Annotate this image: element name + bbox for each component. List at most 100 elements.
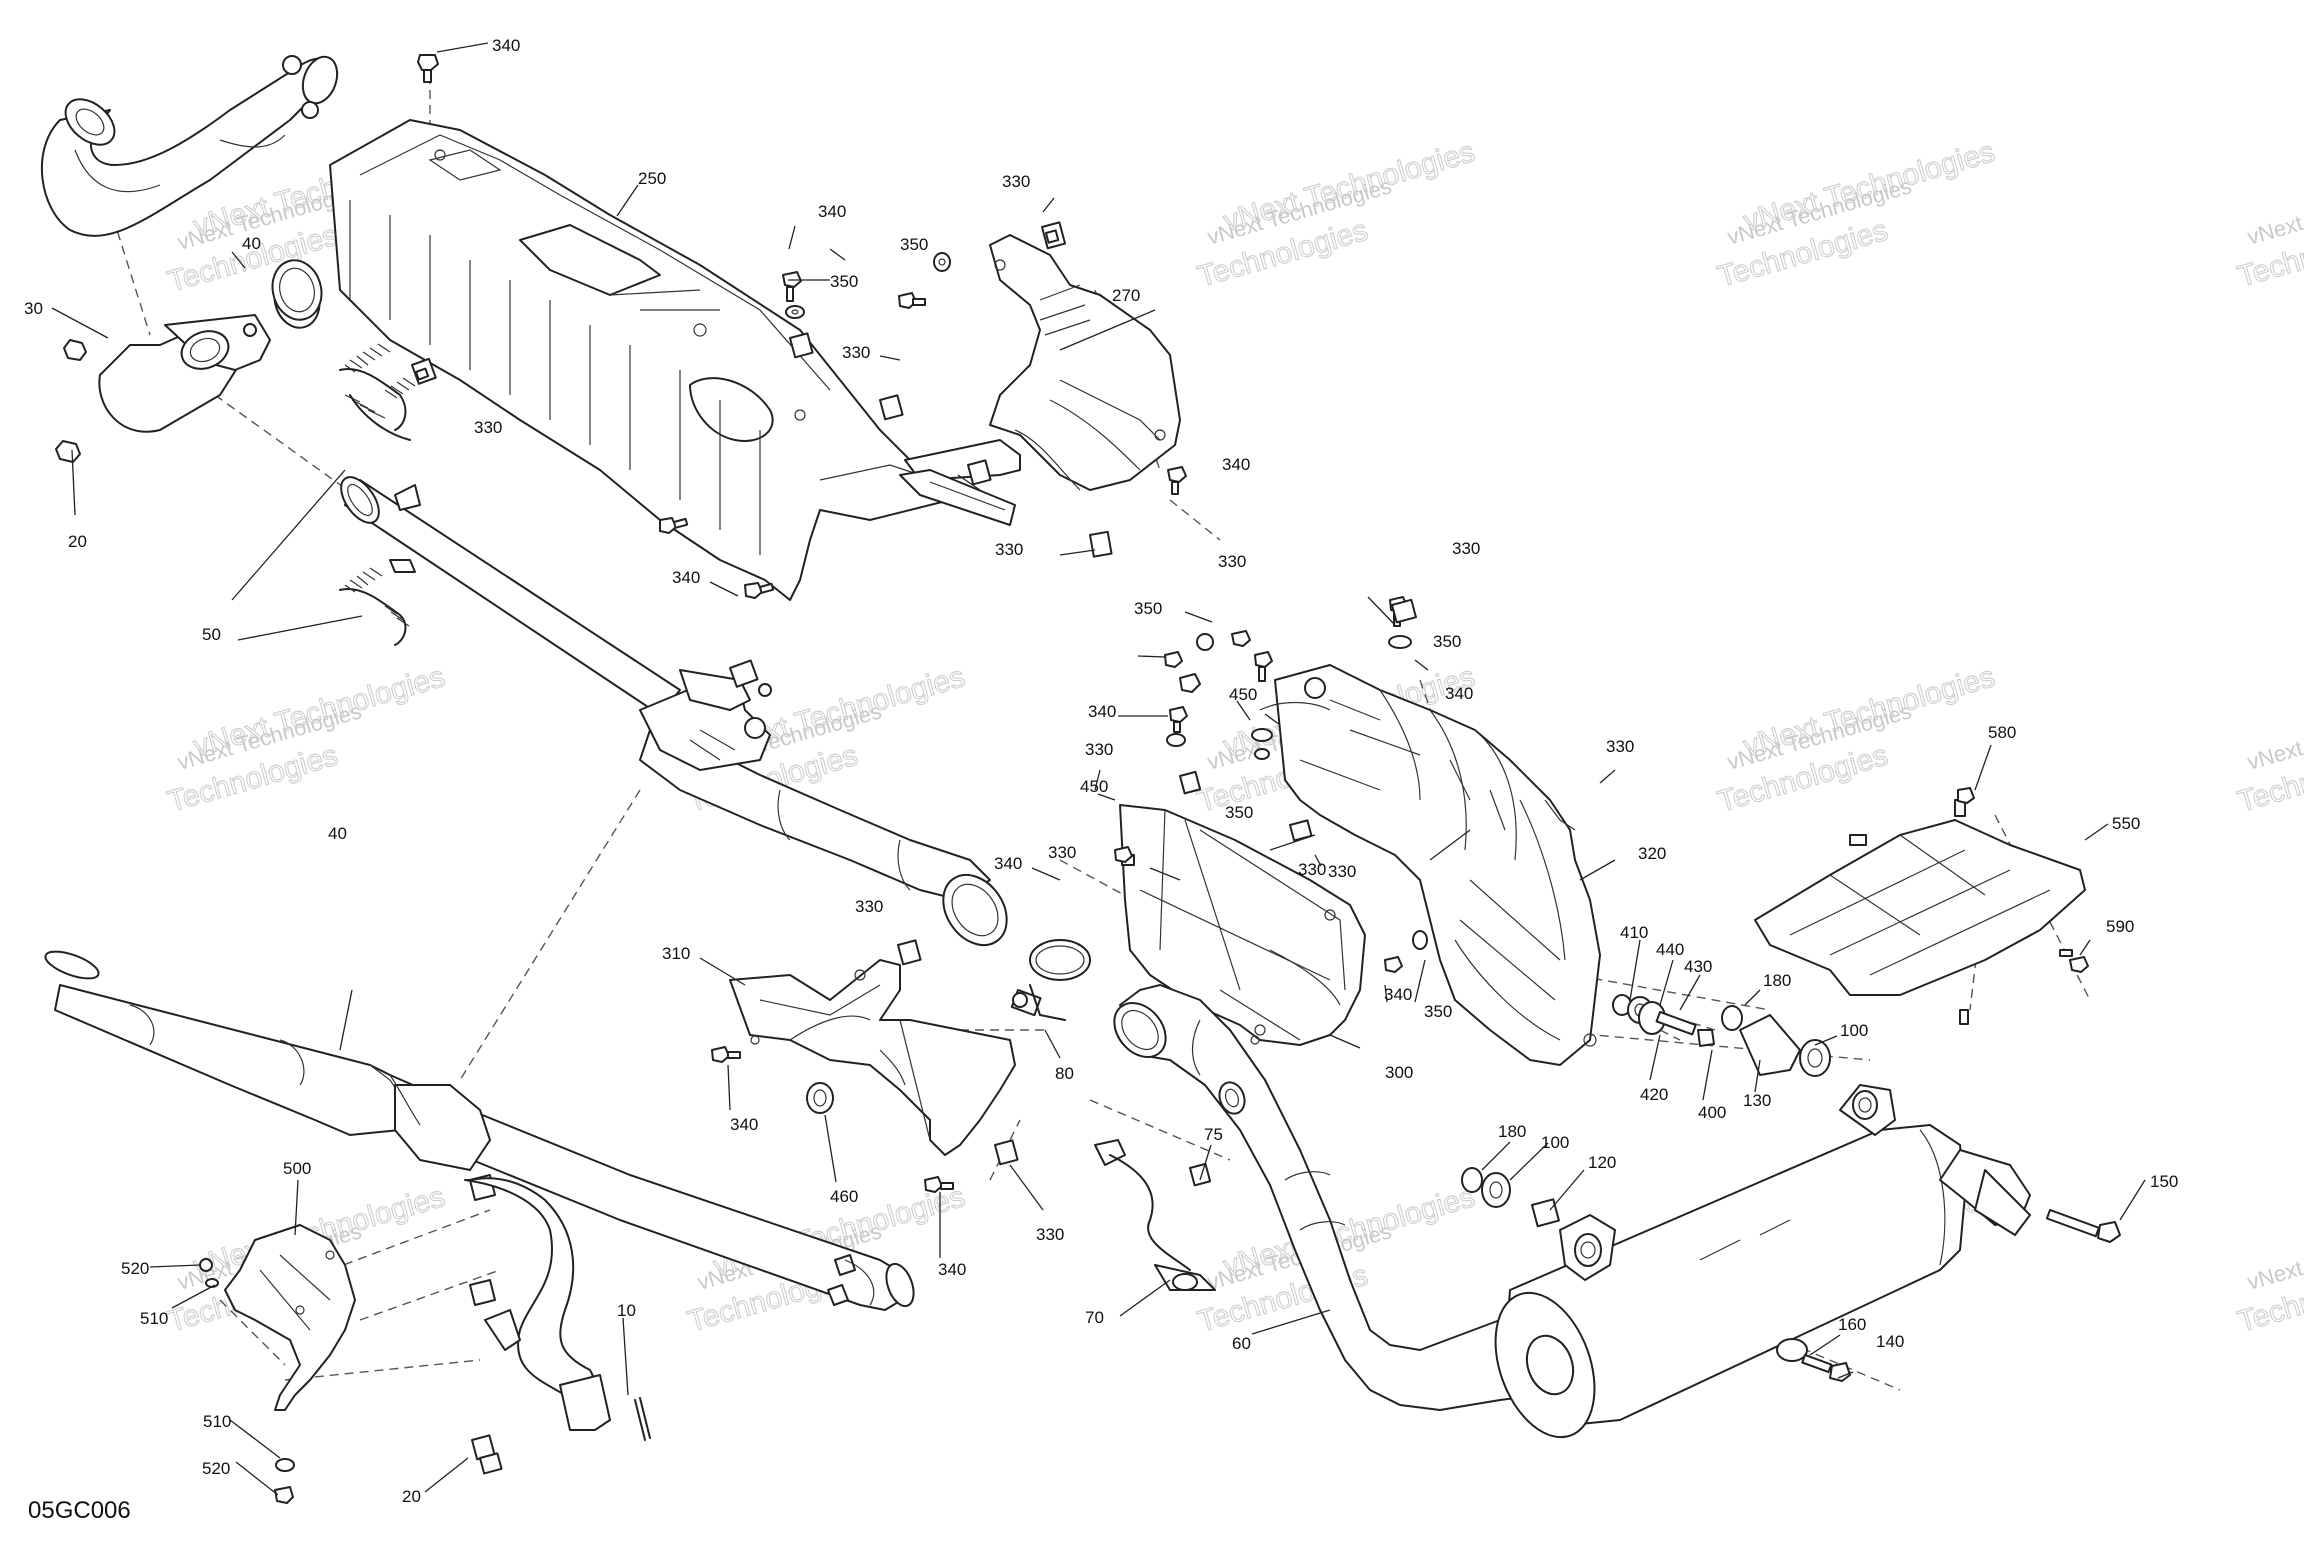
svg-text:vNext Technologies: vNext Technologies (2244, 1218, 2304, 1295)
callout-430: 430 (1684, 957, 1712, 976)
callout-350: 350 (1424, 1002, 1452, 1021)
svg-text:vNext Technologies: vNext Technologies (2244, 173, 2304, 250)
callout-310: 310 (662, 944, 690, 963)
callout-180: 180 (1763, 971, 1791, 990)
callout-350: 350 (900, 235, 928, 254)
callout-340: 340 (1088, 702, 1116, 721)
callout-100: 100 (1541, 1133, 1569, 1152)
svg-text:vNext Technologies: vNext Technologies (2244, 698, 2304, 775)
clip-75 (1189, 1162, 1212, 1187)
callout-50: 50 (202, 625, 221, 644)
callout-100: 100 (1840, 1021, 1868, 1040)
clip-nut-330-shield (410, 357, 437, 385)
rubber-mounts (1461, 1005, 1831, 1228)
callout-330: 330 (842, 343, 870, 362)
callout-270: 270 (1112, 286, 1140, 305)
springs-50 (339, 343, 416, 646)
callout-450: 450 (1229, 685, 1257, 704)
callout-330: 330 (995, 540, 1023, 559)
callout-labels: 340 250 340 350 350 330 270 330 40 30 33… (24, 36, 2178, 1506)
main-pipe-40 (340, 476, 1008, 947)
fasteners-310 (711, 939, 1019, 1193)
callout-330: 330 (474, 418, 502, 437)
heat-shield-500 (199, 1224, 356, 1504)
callout-590: 590 (2106, 917, 2134, 936)
plate-550 (1754, 787, 2089, 1025)
gasket-10 (634, 1397, 651, 1441)
callout-130: 130 (1743, 1091, 1771, 1110)
callout-340: 340 (1222, 455, 1250, 474)
callout-330: 330 (1298, 860, 1326, 879)
callout-40: 40 (328, 824, 347, 843)
callout-580: 580 (1988, 723, 2016, 742)
callout-300: 300 (1385, 1063, 1413, 1082)
callout-350: 350 (1433, 632, 1461, 651)
callout-340: 340 (818, 202, 846, 221)
heat-shield-250 (329, 119, 951, 601)
callout-340: 340 (1384, 985, 1412, 1004)
callout-520: 520 (202, 1459, 230, 1478)
callout-330: 330 (1452, 539, 1480, 558)
callout-330: 330 (1606, 737, 1634, 756)
fasteners-mid-right (1114, 596, 1428, 973)
callout-350: 350 (1225, 803, 1253, 822)
callout-330: 330 (1328, 862, 1356, 881)
callout-330: 330 (1002, 172, 1030, 191)
leader-lines (51, 42, 2146, 1496)
callout-330: 330 (1218, 552, 1246, 571)
gasket-ring-40 (271, 259, 323, 321)
header-pipe-30 (40, 55, 339, 237)
callout-150: 150 (2150, 1172, 2178, 1191)
callout-20: 20 (402, 1487, 421, 1506)
callout-440: 440 (1656, 940, 1684, 959)
callout-330: 330 (1048, 843, 1076, 862)
callout-20: 20 (68, 532, 87, 551)
callout-340: 340 (1445, 684, 1473, 703)
callout-75: 75 (1204, 1125, 1223, 1144)
callout-420: 420 (1640, 1085, 1668, 1104)
heat-shield-270 (899, 234, 1181, 526)
callout-410: 410 (1620, 923, 1648, 942)
callout-320: 320 (1638, 844, 1666, 863)
callout-340: 340 (730, 1115, 758, 1134)
callout-510: 510 (203, 1412, 231, 1431)
callout-180: 180 (1498, 1122, 1526, 1141)
callout-500: 500 (283, 1159, 311, 1178)
clip-nuts-330-upper (789, 221, 1113, 558)
callout-400: 400 (1698, 1103, 1726, 1122)
callout-250: 250 (638, 169, 666, 188)
callout-340: 340 (492, 36, 520, 55)
callout-30: 30 (24, 299, 43, 318)
callout-70: 70 (1085, 1308, 1104, 1327)
callout-340: 340 (672, 568, 700, 587)
heat-shield-320 (1259, 664, 1601, 1066)
mount-bushings-right (1612, 994, 1715, 1047)
callout-60: 60 (1232, 1334, 1251, 1353)
bracket-310 (729, 959, 1016, 1156)
heat-shield-300 (1119, 804, 1366, 1046)
callout-510: 510 (140, 1309, 168, 1328)
muffler (1494, 1084, 2031, 1439)
callout-520: 520 (121, 1259, 149, 1278)
o2-sensor-70 (1094, 1139, 1216, 1291)
callout-330: 330 (855, 897, 883, 916)
callout-350: 350 (830, 272, 858, 291)
callout-40: 40 (242, 234, 261, 253)
bolts-340-shield (417, 54, 775, 599)
nuts-20-lower (471, 1434, 503, 1475)
callout-140: 140 (1876, 1332, 1904, 1351)
bolts-muffler (1776, 1209, 2121, 1382)
clamp-80 (1010, 939, 1091, 1021)
callout-450: 450 (1080, 777, 1108, 796)
callout-340: 340 (994, 854, 1022, 873)
bolts-washers-upper (782, 252, 1187, 495)
diagram-code: 05GC006 (28, 1497, 131, 1524)
callout-330: 330 (1085, 740, 1113, 759)
callout-160: 160 (1838, 1315, 1866, 1334)
callout-340: 340 (938, 1260, 966, 1279)
callout-10: 10 (617, 1301, 636, 1320)
callout-350: 350 (1134, 599, 1162, 618)
nut-20-top (55, 339, 87, 463)
